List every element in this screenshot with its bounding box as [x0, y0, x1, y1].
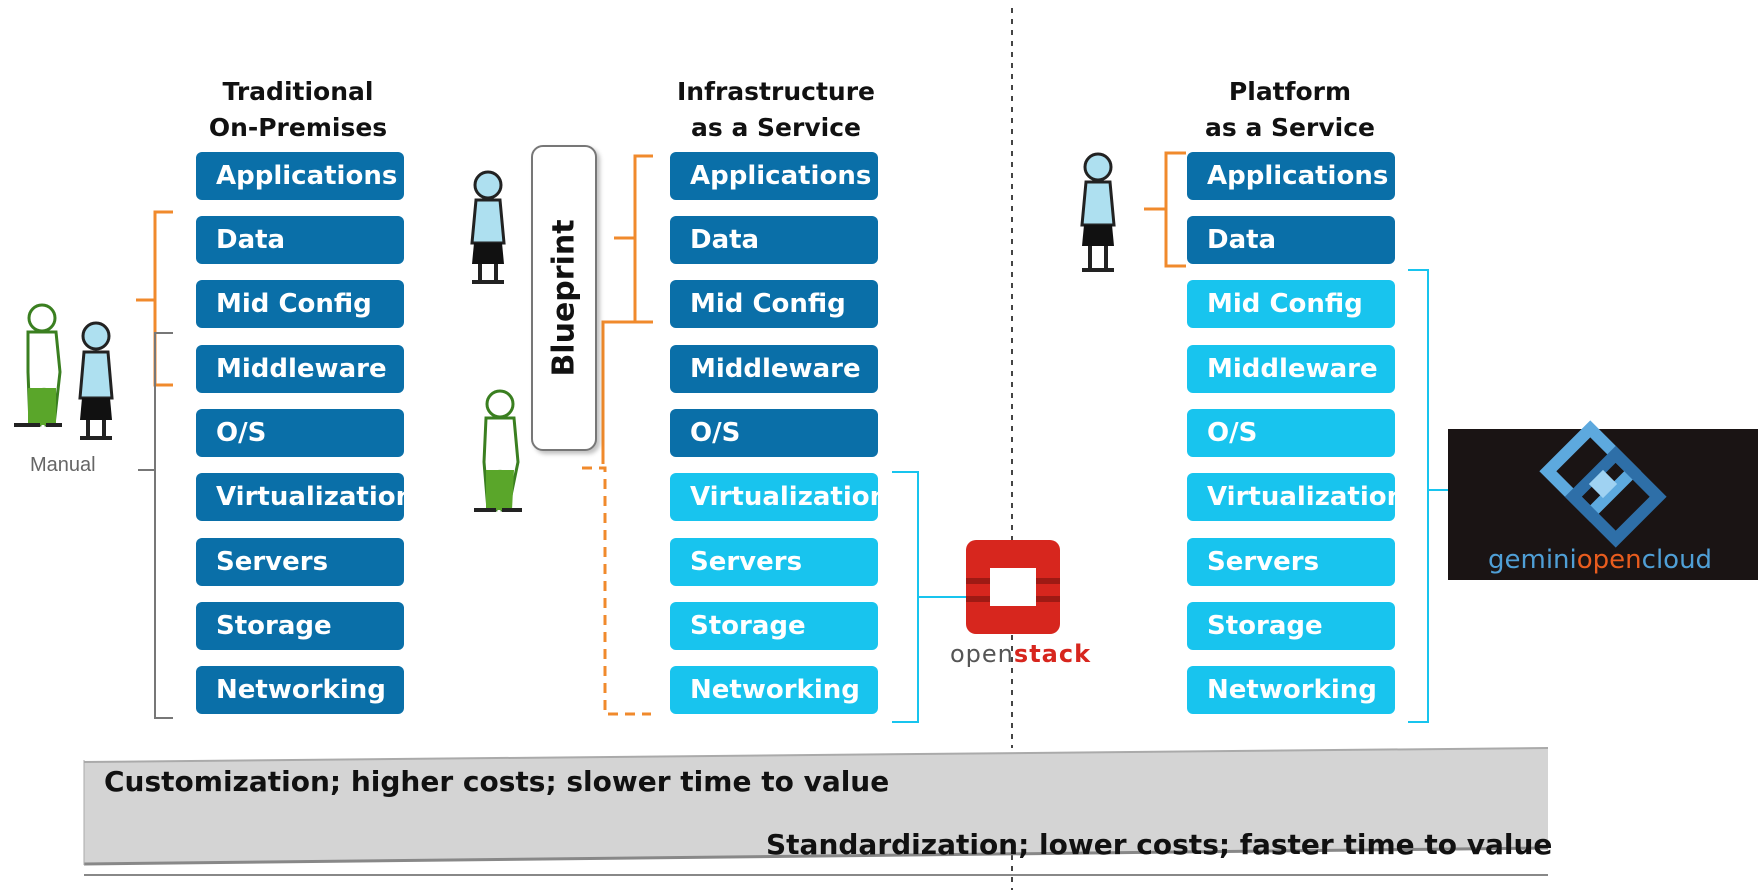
paas-layer-data: Data [1187, 216, 1395, 264]
manual-label: Manual [30, 454, 96, 476]
traditional-layer-networking: Networking [196, 666, 404, 714]
traditional-title-line2: On-Premises [208, 113, 388, 142]
iaas-layer-storage: Storage [670, 602, 878, 650]
traditional-layer-data: Data [196, 216, 404, 264]
gemini-wordmark-part1: gemini [1488, 545, 1577, 575]
user-figure-paas [1080, 152, 1116, 272]
paas-layer-storage: Storage [1187, 602, 1395, 650]
traditional-title: Traditional On-Premises [168, 74, 428, 146]
iaas-layer-servers: Servers [670, 538, 878, 586]
paas-layer-servers: Servers [1187, 538, 1395, 586]
user-figure-iaas [470, 170, 506, 284]
traditional-layer-virtualization: Virtualization [196, 473, 414, 521]
paas-title: Platform as a Service [1160, 74, 1420, 146]
paas-layer-virtualization: Virtualization [1187, 473, 1405, 521]
iaas-layer-virtualization: Virtualization [670, 473, 888, 521]
iaas-layer-middleware: Middleware [670, 345, 878, 393]
developer-figure-iaas [474, 389, 522, 512]
traditional-user-bracket [136, 210, 173, 387]
gemini-wordmark: geminiopencloud [1448, 429, 1758, 580]
traditional-layer-mid-config: Mid Config [196, 280, 404, 328]
openstack-wordmark-bold: stack [1013, 640, 1092, 668]
traditional-layer-storage: Storage [196, 602, 404, 650]
blueprint-box: Blueprint [531, 145, 597, 451]
iaas-layer-data: Data [670, 216, 878, 264]
iaas-layer-os: O/S [670, 409, 878, 457]
iaas-title-line2: as a Service [691, 113, 861, 142]
traditional-title-line1: Traditional [222, 77, 374, 106]
iaas-user-bracket [601, 154, 653, 464]
banner-background [84, 748, 1548, 864]
iaas-layer-applications: Applications [670, 152, 878, 200]
paas-layer-mid-config: Mid Config [1187, 280, 1395, 328]
paas-provider-bracket [1408, 269, 1450, 723]
openstack-wordmark-prefix: open [950, 640, 1014, 668]
paas-title-line2: as a Service [1205, 113, 1375, 142]
traditional-manual-bracket [138, 332, 173, 719]
developer-figure-left [14, 303, 62, 427]
banner-bottom-text: Standardization; lower costs; faster tim… [766, 828, 1553, 861]
paas-layer-os: O/S [1187, 409, 1395, 457]
iaas-title: Infrastructure as a Service [646, 74, 906, 146]
gemini-wordmark-part3: cloud [1641, 545, 1713, 575]
paas-user-bracket [1144, 151, 1186, 268]
gemini-wordmark-part2: open [1576, 545, 1642, 575]
paas-layer-applications: Applications [1187, 152, 1395, 200]
paas-layer-middleware: Middleware [1187, 345, 1395, 393]
openstack-wordmark: openstack [950, 640, 1091, 668]
iaas-openstack-bracket [892, 471, 968, 723]
iaas-layer-networking: Networking [670, 666, 878, 714]
gemini-logo-icon [1448, 420, 1758, 580]
banner-top-text: Customization; higher costs; slower time… [104, 765, 890, 798]
traditional-layer-middleware: Middleware [196, 345, 404, 393]
user-figure-left [78, 321, 114, 440]
iaas-dashed-bracket [582, 466, 651, 716]
traditional-layer-applications: Applications [196, 152, 404, 200]
iaas-layer-mid-config: Mid Config [670, 280, 878, 328]
traditional-layer-servers: Servers [196, 538, 404, 586]
iaas-title-line1: Infrastructure [677, 77, 875, 106]
openstack-logo-icon [966, 540, 1060, 634]
paas-layer-networking: Networking [1187, 666, 1395, 714]
paas-title-line1: Platform [1228, 77, 1352, 106]
traditional-layer-os: O/S [196, 409, 404, 457]
blueprint-label: Blueprint [546, 219, 582, 377]
